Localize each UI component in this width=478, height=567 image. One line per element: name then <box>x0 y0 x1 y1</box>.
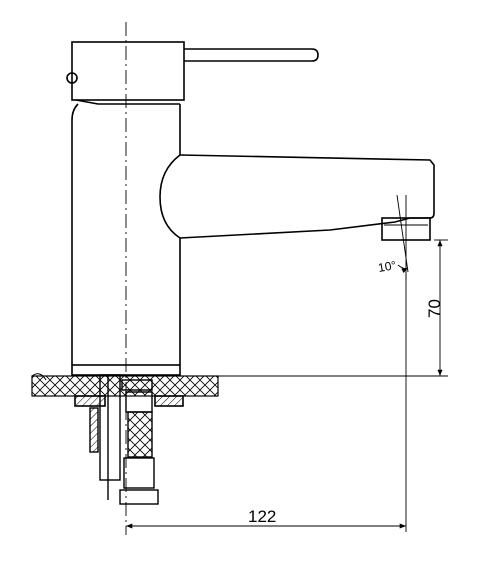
mounting-base <box>31 364 219 407</box>
reach-dimension <box>126 272 407 532</box>
reach-dimension-label: 122 <box>248 507 276 526</box>
height-dimension-label: 70 <box>425 299 444 318</box>
lever-handle <box>66 41 319 105</box>
height-dimension <box>218 239 448 377</box>
mounting-studs <box>89 374 159 505</box>
angle-indicator <box>396 194 409 280</box>
angle-label: 10° <box>377 258 398 275</box>
spout <box>179 154 435 241</box>
faucet-body <box>71 103 181 365</box>
